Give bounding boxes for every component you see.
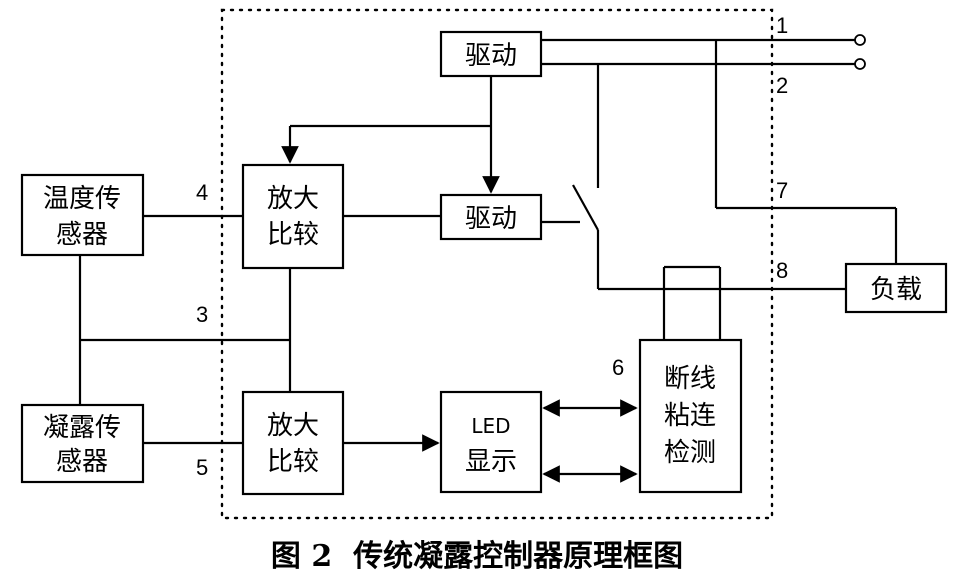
drive-top-block: 驱动 (439, 30, 543, 78)
label-4: 4 (196, 180, 208, 205)
dew-sensor-block: 凝露传 感器 (20, 403, 145, 484)
led-display-line1: LED (471, 414, 510, 438)
label-1: 1 (776, 13, 788, 38)
label-5: 5 (196, 455, 208, 480)
drive-mid-label: 驱动 (465, 204, 517, 234)
figure-caption: 图 2 传统凝露控制器原理框图 (271, 539, 683, 574)
label-3: 3 (196, 302, 208, 327)
amp-compare-bottom-block: 放大 比较 (241, 390, 345, 496)
amp-compare-bottom-line2: 比较 (267, 447, 319, 477)
break-detect-line3: 检测 (664, 438, 716, 468)
load-block: 负载 (844, 262, 948, 314)
label-6: 6 (612, 355, 624, 380)
label-7: 7 (776, 178, 788, 203)
load-label: 负载 (870, 275, 922, 305)
led-display-block: LED 显示 (439, 390, 543, 494)
label-2: 2 (776, 73, 788, 98)
amp-compare-top-block: 放大 比较 (241, 163, 345, 270)
drive-mid-block: 驱动 (439, 193, 543, 241)
drive-top-label: 驱动 (465, 41, 517, 71)
dew-sensor-label-line2: 感器 (56, 447, 108, 477)
dew-sensor-label-line1: 凝露传 (43, 413, 121, 443)
terminal-1-icon (854, 34, 866, 46)
temp-sensor-label-line2: 感器 (56, 220, 108, 250)
amp-compare-top-line1: 放大 (267, 184, 319, 214)
amp-compare-top-line2: 比较 (267, 220, 319, 250)
break-detect-block: 断线 粘连 检测 (638, 338, 743, 494)
wires (78, 38, 898, 483)
label-8: 8 (776, 258, 788, 283)
temp-sensor-block: 温度传 感器 (20, 173, 145, 257)
break-detect-line2: 粘连 (664, 401, 716, 431)
temp-sensor-label-line1: 温度传 (43, 184, 121, 214)
led-display-line2: 显示 (465, 447, 517, 477)
amp-compare-bottom-line1: 放大 (267, 411, 319, 441)
controller-boundary (220, 8, 774, 520)
terminal-2-icon (854, 58, 866, 70)
break-detect-line1: 断线 (664, 364, 716, 394)
